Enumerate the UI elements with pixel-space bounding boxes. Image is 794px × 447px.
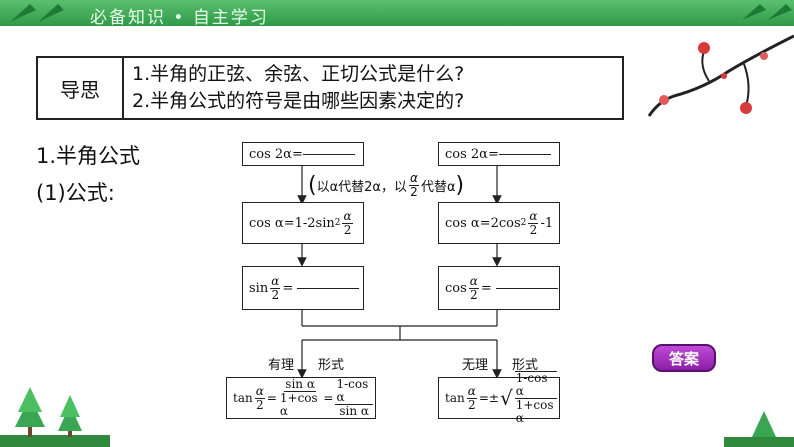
answer-button[interactable]: 答案 xyxy=(652,344,716,372)
header-title: 必备知识 • 自主学习 xyxy=(90,8,269,28)
blank xyxy=(302,153,355,155)
right-top-text: cos 2α= xyxy=(445,146,499,162)
guide-question-1: 1.半角的正弦、余弦、正切公式是什么? xyxy=(132,63,465,85)
rational-label: 有理 xyxy=(268,358,295,373)
guide-label: 导思 xyxy=(38,58,124,118)
guide-question-2: 2.半角公式的符号是由哪些因素决定的? xyxy=(132,90,465,112)
trees-decoration xyxy=(724,411,794,447)
plum-branch-decoration xyxy=(647,34,794,117)
irrational-form-label: 形式 xyxy=(512,358,539,373)
substitution-suffix: 代替α xyxy=(420,180,456,195)
trees-decoration xyxy=(0,387,110,447)
alpha-half-fraction: α 2 xyxy=(409,171,419,199)
rational-form-label: 形式 xyxy=(318,358,345,373)
irrational-label: 无理 xyxy=(462,358,489,373)
leaf-decoration-icon xyxy=(742,4,792,20)
sub-title: (1)公式: xyxy=(36,181,115,205)
guide-box: 导思 1.半角的正弦、余弦、正切公式是什么? 2.半角公式的符号是由哪些因素决定… xyxy=(36,56,624,120)
header-bar: 必备知识 • 自主学习 xyxy=(0,0,794,28)
blank xyxy=(498,153,551,155)
leaf-decoration-icon xyxy=(10,4,64,22)
right-top-box: cos 2α= xyxy=(438,142,560,166)
substitution-prefix: 以α代替2α，以 xyxy=(316,180,408,195)
blank xyxy=(495,287,558,289)
guide-questions: 1.半角的正弦、余弦、正切公式是什么? 2.半角公式的符号是由哪些因素决定的? xyxy=(124,58,472,118)
substitution-note: ( 以α代替2α，以 α 2 代替α ) xyxy=(308,171,465,199)
left-top-box: cos 2α= xyxy=(242,142,364,166)
left-top-text: cos 2α= xyxy=(249,146,303,162)
sqrt-icon: √ xyxy=(499,386,513,410)
section-title: 1.半角公式 xyxy=(36,144,141,168)
blank xyxy=(297,287,360,289)
